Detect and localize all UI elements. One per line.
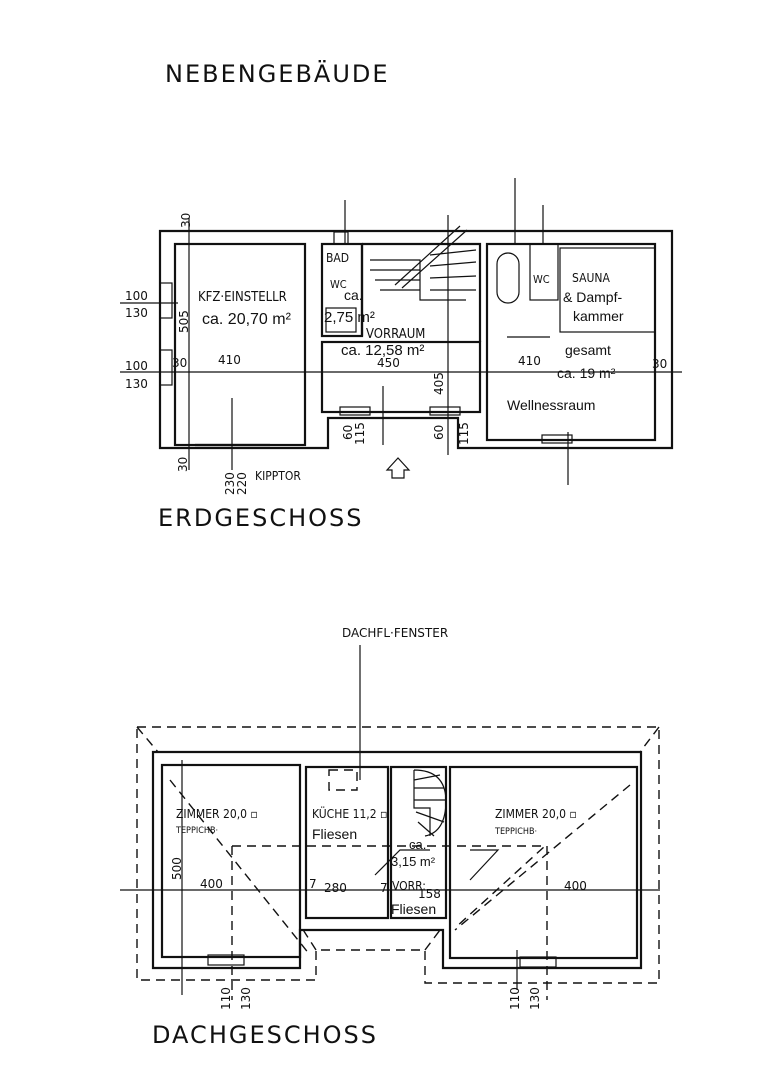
wellness-name: Wellnessraum	[507, 397, 595, 413]
wc-cubicle	[529, 243, 559, 301]
kitchen-room	[304, 765, 390, 920]
roof-ridge	[136, 726, 660, 951]
room-left-name: ZIMMER 20,0 ▫	[176, 807, 258, 821]
garage-room	[173, 242, 307, 447]
skylight-label: DACHFL·FENSTER	[342, 626, 448, 640]
dim: 130	[528, 987, 542, 1010]
sauna-cabin	[559, 247, 656, 333]
room-right-name: ZIMMER 20,0 ▫	[495, 807, 577, 821]
dim: 110	[508, 987, 522, 1010]
hall-lower	[320, 340, 482, 414]
dim: 230	[223, 472, 237, 495]
dim: 158	[418, 887, 441, 901]
dim: 405	[432, 372, 446, 395]
sauna-name-3: kammer	[573, 308, 624, 324]
wc-name: WC	[533, 273, 550, 286]
roof-hall-area-prefix: ca.	[409, 837, 426, 852]
dim: 130	[125, 377, 148, 391]
dim: 30	[176, 457, 190, 472]
dim: 115	[353, 422, 367, 445]
bathtub	[325, 307, 357, 333]
ground-floor-plan: KFZ·EINSTELLR ca. 20,70 m² BAD WC ca. 2,…	[120, 178, 682, 495]
garage-window-2	[159, 349, 173, 386]
ground-floor-label: ERDGESCHOSS	[158, 504, 363, 532]
staircase	[370, 225, 477, 301]
bath-area-prefix: ca.	[344, 287, 363, 303]
garage-area: ca. 20,70 m²	[202, 311, 292, 328]
roof-hall-floor: Fliesen	[391, 901, 436, 917]
drawing-title: NEBENGEBÄUDE	[165, 59, 390, 88]
room-right-floor: TEPPICHB·	[494, 827, 537, 837]
dim: 100	[125, 289, 148, 303]
dim: 410	[518, 354, 541, 368]
bath-wc: WC	[330, 278, 347, 291]
wellness-room	[485, 242, 657, 442]
dim: 7	[309, 877, 317, 891]
dim: 410	[218, 353, 241, 367]
room-left	[160, 763, 302, 959]
dim: 60	[432, 425, 446, 440]
room-left-floor: TEPPICHB·	[175, 826, 218, 836]
window-left	[207, 954, 245, 966]
hall-walls	[360, 242, 482, 342]
kitchen-name: KÜCHE 11,2 ▫	[312, 805, 387, 821]
hall-window-2	[429, 406, 461, 416]
ground-outer-wall	[158, 229, 674, 450]
roof-hall-name: VORR:	[392, 879, 426, 893]
roof-hall-area: 3,15 m²	[391, 854, 436, 869]
shower-tub	[496, 252, 520, 304]
dim: 7	[380, 881, 388, 895]
dim: 400	[564, 879, 587, 893]
roof-outer-wall	[151, 750, 643, 970]
dim: 500	[170, 857, 184, 880]
roof-outline	[136, 726, 660, 984]
roof-floor-plan: ZIMMER 20,0 ▫ TEPPICHB· KÜCHE 11,2 ▫ Fli…	[120, 726, 660, 1010]
hall-area: ca. 12,58 m²	[341, 342, 424, 359]
dormer-lines	[374, 849, 500, 881]
skylight	[328, 769, 358, 791]
dim: 505	[177, 310, 191, 333]
dim: 450	[377, 356, 400, 370]
door-label: KIPPTOR	[255, 469, 301, 483]
roof-hall	[389, 765, 448, 920]
dim: 60	[341, 425, 355, 440]
hall-window-1	[339, 406, 371, 416]
wellness-window	[541, 434, 573, 444]
entrance-arrow-icon	[385, 457, 411, 479]
dim: 130	[239, 987, 253, 1010]
sauna-name-2: & Dampf-	[563, 289, 622, 305]
bath-area: 2,75 m²	[324, 309, 375, 326]
garage-window-1	[159, 282, 173, 319]
hall-name: VORRAUM	[366, 327, 425, 342]
bath-name: BAD	[326, 251, 349, 265]
dim: 220	[235, 472, 249, 495]
dim: 115	[457, 422, 471, 445]
roof-lines	[169, 779, 631, 1000]
dim: 130	[125, 306, 148, 320]
dim: 280	[324, 881, 347, 895]
wellness-total: gesamt	[565, 342, 611, 358]
wellness-area: ca. 19 m²	[557, 365, 616, 381]
dim: 30	[652, 357, 667, 371]
garage-name: KFZ·EINSTELLR	[198, 290, 287, 305]
window-right	[519, 956, 557, 968]
dim: 30	[179, 213, 193, 228]
dim: 30	[172, 356, 187, 370]
dim: 110	[219, 987, 233, 1010]
dim: 400	[200, 877, 223, 891]
room-right	[448, 765, 639, 960]
sauna-name: SAUNA	[572, 271, 610, 285]
bath-window	[333, 231, 349, 245]
roof-staircase	[413, 769, 447, 837]
dim: 100	[125, 359, 148, 373]
kitchen-floor: Fliesen	[312, 826, 357, 842]
roof-floor-label: DACHGESCHOSS	[152, 1021, 378, 1049]
